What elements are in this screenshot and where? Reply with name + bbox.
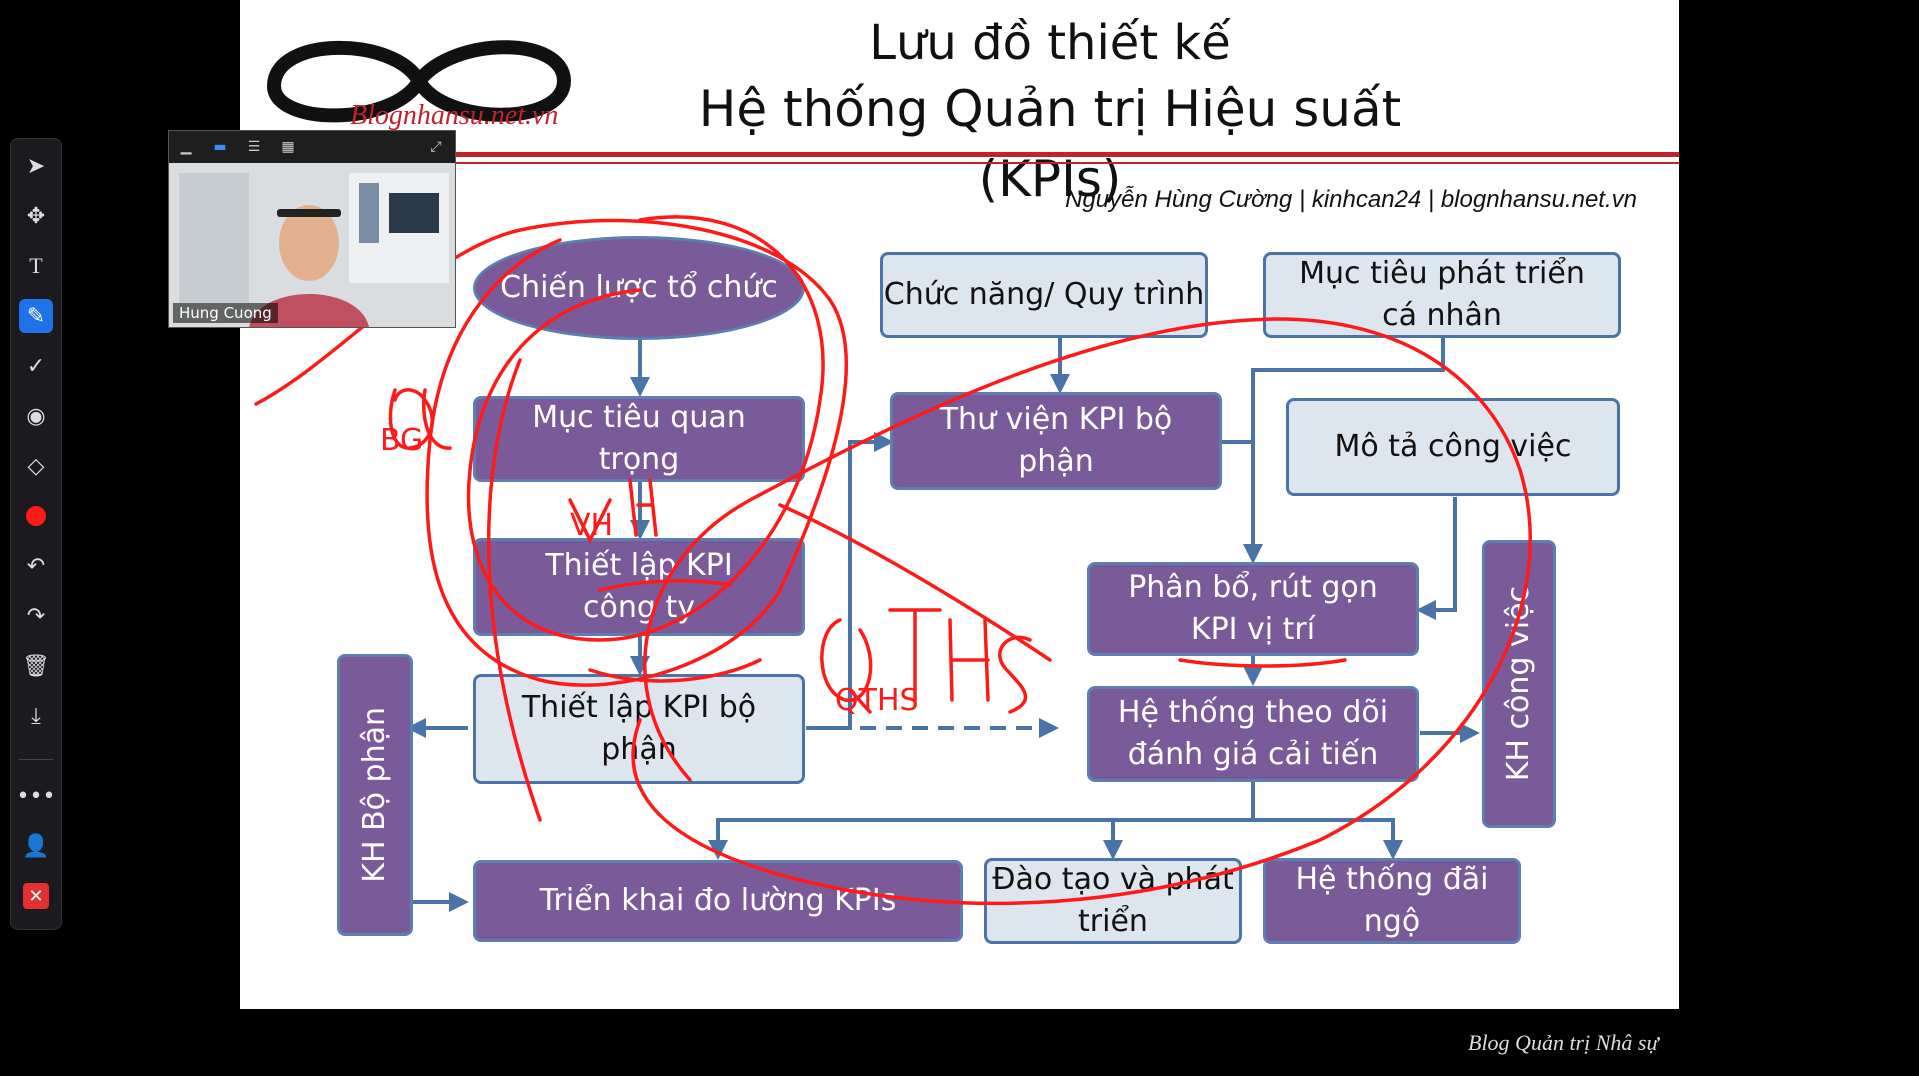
box-phan-bo-kpi: Phân bổ, rút gọn KPI vị trí — [1087, 562, 1419, 656]
pen-tool-icon[interactable]: ✎ — [19, 299, 53, 333]
box-chien-luoc: Chiến lược tổ chức — [473, 236, 805, 340]
toolbar-divider — [19, 759, 53, 760]
box-kh-cong-viec: KH công việc — [1482, 540, 1556, 828]
eraser-tool-icon[interactable]: ◇ — [27, 453, 45, 479]
close-annotation-icon[interactable]: ✕ — [19, 879, 53, 913]
footer-text: Blog Quản trị Nhâ sự — [1468, 1030, 1659, 1055]
video-frame — [169, 163, 455, 327]
box-trien-khai: Triển khai đo lường KPIs — [473, 860, 963, 942]
active-color-swatch — [26, 506, 46, 526]
box-chuc-nang: Chức năng/ Quy trình — [880, 252, 1208, 338]
clear-trash-icon[interactable]: 🗑 — [22, 653, 50, 679]
box-thu-vien-kpi: Thư viện KPI bộ phận — [890, 392, 1222, 490]
box-he-thong-theo-doi: Hệ thống theo dõi đánh giá cải tiến — [1087, 686, 1419, 782]
box-muc-tieu-phat-trien: Mục tiêu phát triển cá nhân — [1263, 252, 1621, 338]
box-thiet-lap-kpi-cong-ty: Thiết lập KPI công ty — [473, 538, 805, 636]
author-credit: Nguyễn Hùng Cường | kinhcan24 | blognhan… — [1065, 186, 1637, 213]
title-line-1: Lưu đồ thiết kế — [869, 15, 1231, 71]
strip-view-icon[interactable]: ☰ — [247, 139, 261, 155]
more-options-icon[interactable]: ••• — [16, 783, 56, 809]
title-rule-thin — [240, 162, 1679, 164]
box-kh-bo-phan: KH Bộ phận — [337, 654, 413, 936]
speaker-view-icon[interactable]: ▬ — [213, 139, 227, 155]
save-download-icon[interactable]: ⤓ — [31, 703, 41, 729]
box-thiet-lap-kpi-bo-phan: Thiết lập KPI bộ phận — [473, 674, 805, 784]
box-dao-tao: Đào tạo và phát triển — [984, 858, 1242, 944]
move-tool-icon[interactable]: ✥ — [26, 203, 46, 229]
stamp-tool-icon[interactable]: ✓ — [26, 353, 46, 379]
kh-bo-phan-label: KH Bộ phận — [357, 707, 392, 883]
logo-text: Blognhansu.net.vn — [350, 100, 559, 131]
color-picker-icon[interactable] — [19, 499, 53, 533]
spotlight-tool-icon[interactable]: ◉ — [26, 403, 46, 429]
video-controls-bar: ▁ ▬ ☰ ▦ ⤢ — [169, 131, 455, 163]
close-x: ✕ — [23, 883, 49, 909]
participant-icon[interactable]: 👤 — [22, 833, 50, 859]
undo-icon[interactable]: ↶ — [26, 553, 46, 579]
box-mo-ta-cong-viec: Mô tả công việc — [1286, 398, 1620, 496]
text-tool-icon[interactable]: T — [29, 253, 43, 278]
select-tool-icon[interactable]: ➤ — [26, 153, 46, 179]
slide-logo — [266, 40, 572, 123]
kh-cong-viec-label: KH công việc — [1501, 586, 1536, 782]
gallery-view-icon[interactable]: ▦ — [281, 139, 295, 155]
box-dai-ngo: Hệ thống đãi ngộ — [1263, 858, 1521, 944]
minimize-video-icon[interactable]: ▁ — [180, 139, 192, 155]
annotation-toolbar: ➤ ✥ T ✎ ✓ ◉ ◇ ↶ ↷ 🗑 ⤓ ••• 👤 ✕ — [10, 138, 62, 930]
participant-name: Hung Cuong — [173, 303, 278, 323]
title-rule — [240, 152, 1679, 157]
expand-video-icon[interactable]: ⤢ — [430, 139, 442, 155]
redo-icon[interactable]: ↷ — [26, 603, 46, 629]
participant-video[interactable]: ▁ ▬ ☰ ▦ ⤢ Hung Cuong — [168, 130, 456, 328]
title-line-2: Hệ thống Quản trị Hiệu suất (KPIs) — [698, 80, 1402, 208]
slide-title: Lưu đồ thiết kế Hệ thống Quản trị Hiệu s… — [680, 12, 1420, 214]
box-muc-tieu-quan-trong: Mục tiêu quan trọng — [473, 396, 805, 482]
